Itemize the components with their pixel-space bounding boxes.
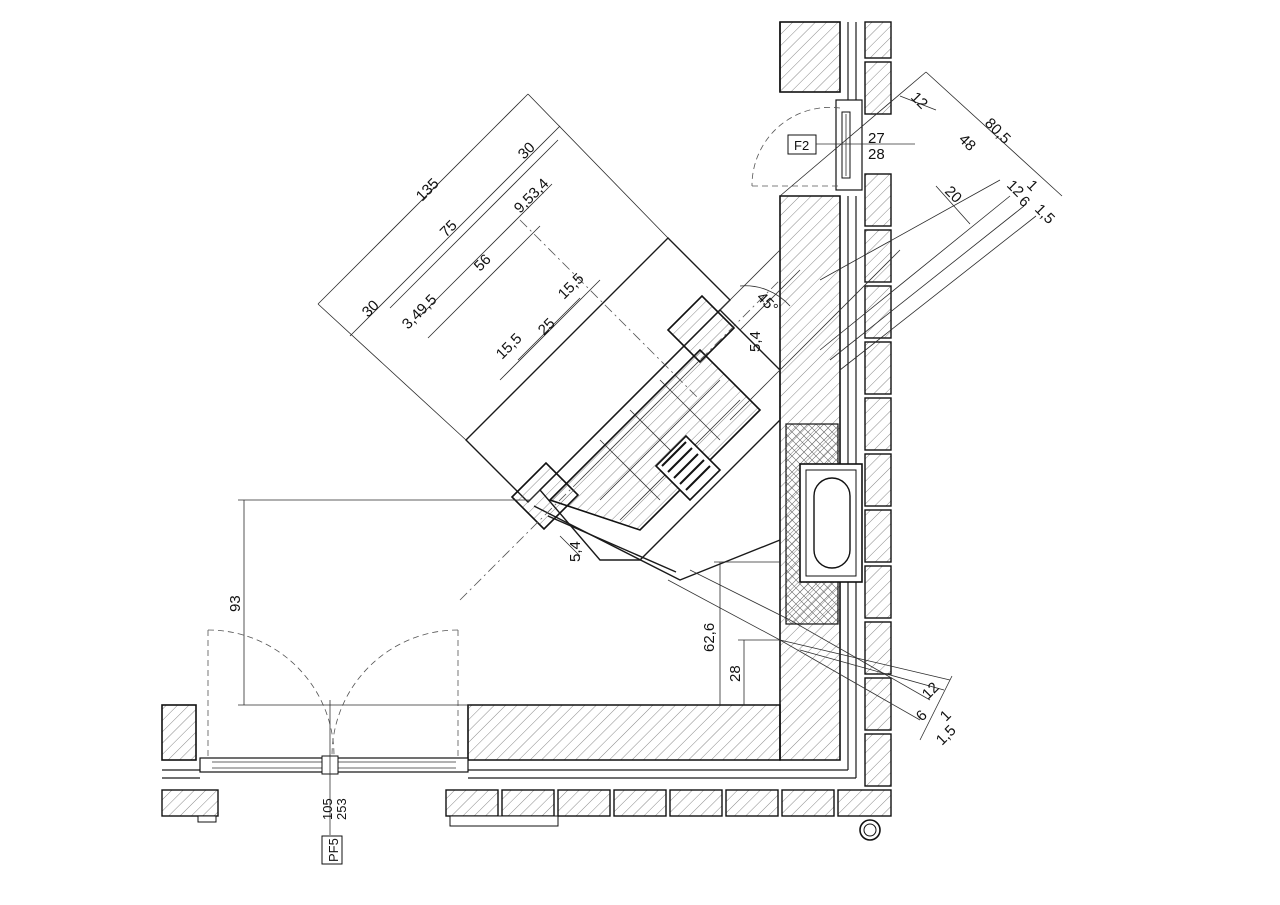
window-tag-label: F2 — [794, 138, 809, 153]
bottom-wall — [161, 704, 892, 841]
door-pf5: 105 253 PF5 — [199, 629, 469, 865]
dim-1-5-bottom: 1,5 — [933, 722, 960, 749]
door-tag-label: PF5 — [326, 838, 341, 862]
left-dimensions: 93 62,6 28 — [227, 499, 780, 706]
dim-30-left: 30 — [359, 297, 383, 321]
dim-30-top: 30 — [515, 139, 539, 163]
chimney-dimensions: 135 75 30 30 56 9,53,4 3,49,5 15,5 15,5 … — [317, 93, 669, 441]
dim-135: 135 — [413, 175, 443, 205]
bottom-brick-leaf — [161, 789, 892, 817]
dim-28-window: 28 — [868, 146, 885, 163]
dim-48: 48 — [955, 131, 979, 155]
dim-56: 56 — [471, 251, 495, 275]
dim-62-6: 62,6 — [701, 623, 718, 652]
dim-5-4-top: 5,4 — [747, 331, 764, 352]
dim-28-left: 28 — [727, 665, 744, 682]
window-tag — [787, 134, 817, 155]
flue-inspection — [785, 423, 863, 625]
door-tag — [321, 835, 343, 865]
fire-grate — [654, 434, 722, 502]
dim-12-bottom: 12 — [919, 679, 943, 703]
dim-1-bottom: 1 — [937, 707, 955, 725]
dim-80-5: 80,5 — [981, 115, 1014, 148]
dim-6-bottom: 6 — [913, 707, 931, 725]
dim-75: 75 — [437, 217, 461, 241]
door-dim-105: 105 — [320, 798, 335, 820]
dim-93: 93 — [227, 595, 244, 612]
dim-1-5: 1,5 — [1031, 201, 1058, 228]
dim-20: 20 — [941, 183, 965, 207]
fireplace — [459, 219, 931, 721]
dim-12-top: 12 — [907, 89, 931, 113]
dim-1: 1 — [1023, 177, 1041, 195]
dim-25: 25 — [535, 315, 559, 339]
dim-9534: 9,53,4 — [511, 175, 553, 217]
dim-27: 27 — [868, 130, 885, 147]
door-dim-253: 253 — [334, 798, 349, 820]
dim-3495: 3,49,5 — [399, 291, 441, 333]
right-brick-leaf — [864, 21, 892, 787]
